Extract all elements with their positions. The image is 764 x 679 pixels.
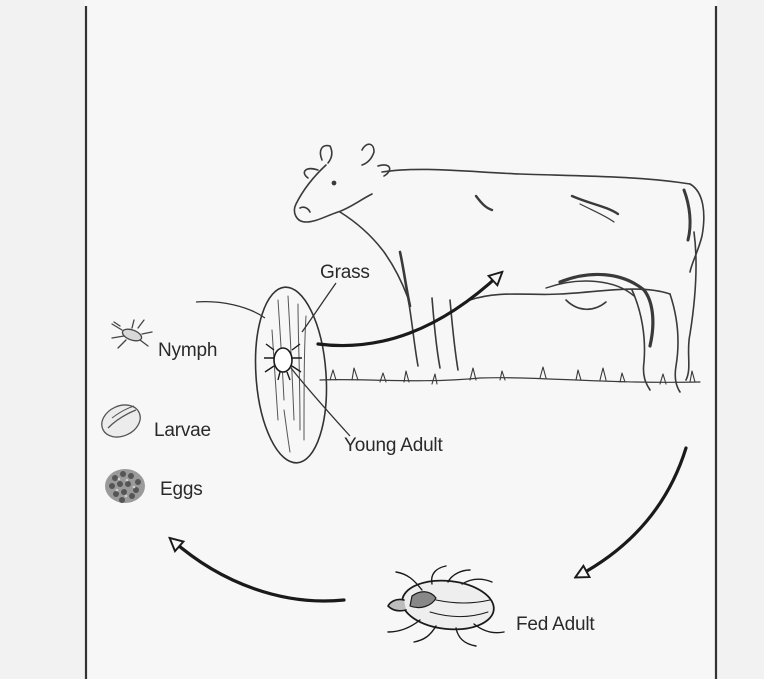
label-fed-adult: Fed Adult (516, 614, 594, 636)
label-eggs: Eggs (160, 479, 203, 501)
eggs-icon (105, 469, 145, 503)
label-nymph: Nymph (158, 340, 217, 362)
label-young-adult: Young Adult (344, 435, 443, 457)
label-larvae: Larvae (154, 420, 211, 442)
label-grass: Grass (320, 262, 370, 284)
